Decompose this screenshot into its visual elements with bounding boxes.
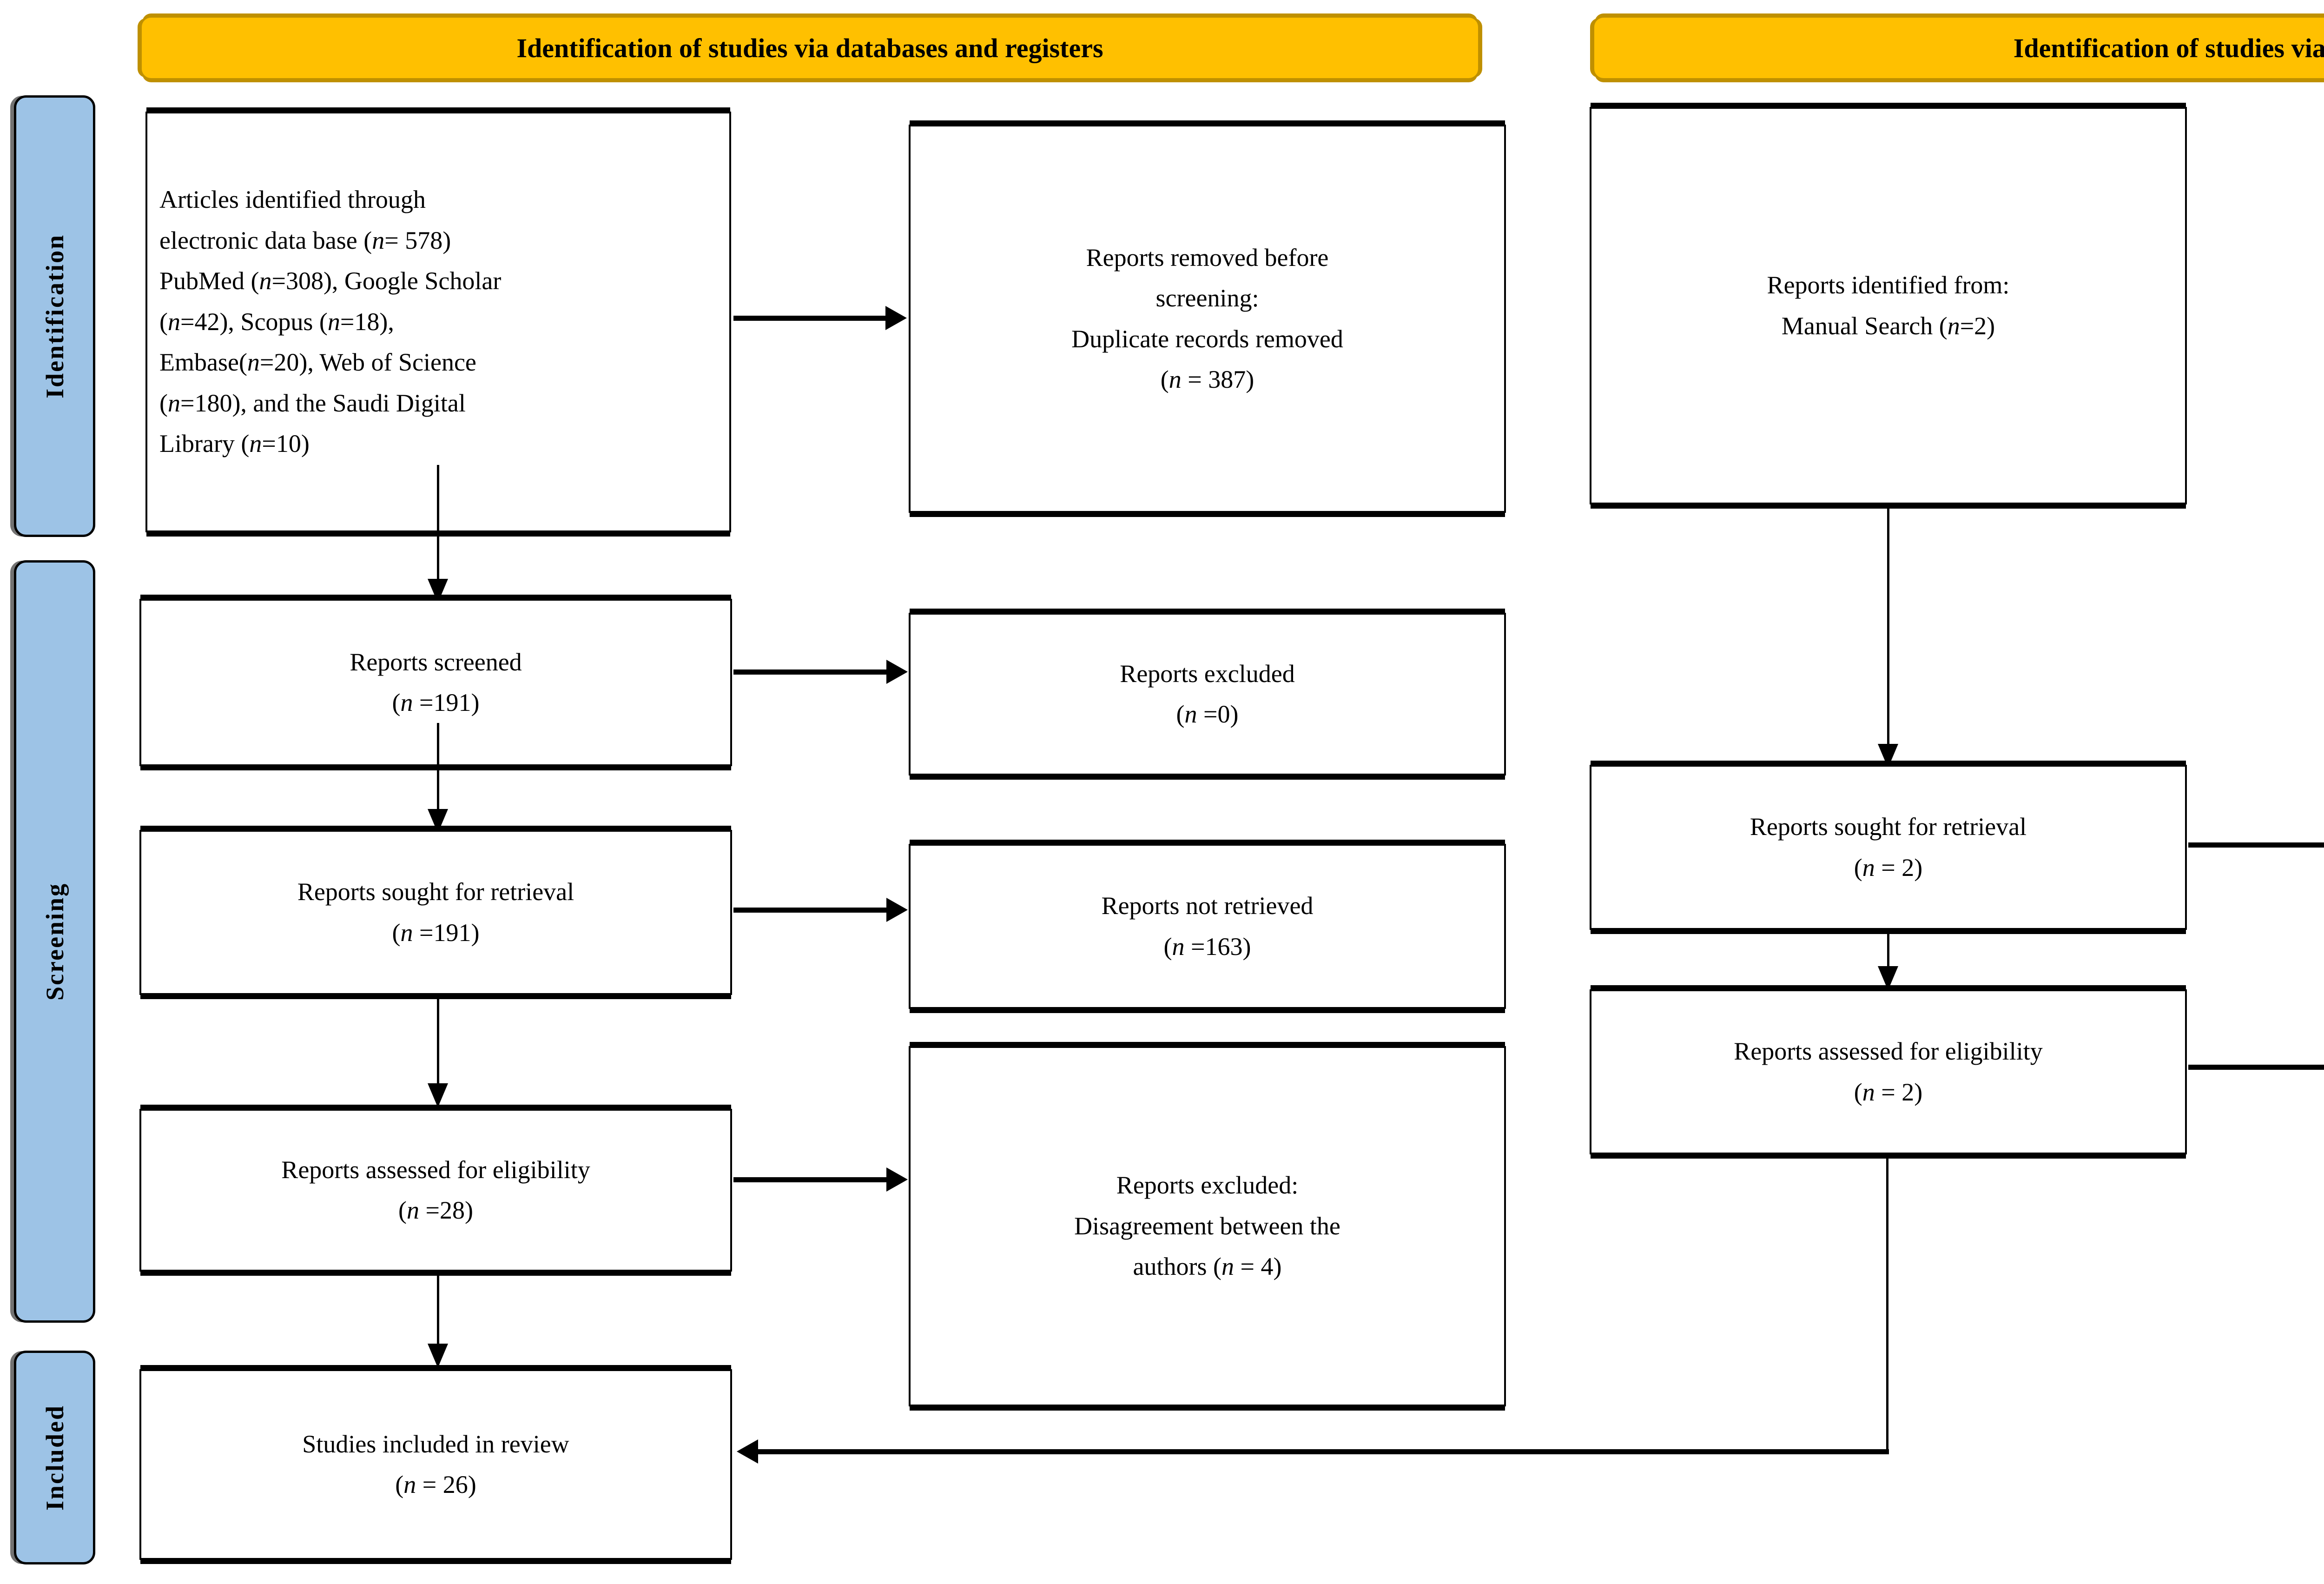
arrowhead-assessed-to-excluded <box>886 1167 908 1192</box>
box-reports-assessed-eligibility-other-text: Reports assessed for eligibility (n = 2) <box>1734 1037 2043 1106</box>
box-reports-identified-other-text: Reports identified from: Manual Search (… <box>1767 271 2010 340</box>
phase-identification-label: Identification <box>40 233 69 398</box>
box-studies-included-review: Studies included in review (n = 26) <box>139 1369 732 1560</box>
box-reports-assessed-eligibility-other: Reports assessed for eligibility (n = 2) <box>1590 989 2187 1154</box>
box-reports-assessed-eligibility-text: Reports assessed for eligibility (n =28) <box>281 1155 590 1224</box>
connector-other-sought-to-assessed <box>1887 930 1889 986</box>
box-reports-excluded-screening-text: Reports excluded (n =0) <box>1120 659 1295 728</box>
box-reports-sought-retrieval-text: Reports sought for retrieval (n =191) <box>297 878 574 947</box>
phase-identification: Identification <box>14 95 95 537</box>
section-header-other-methods-label: Identification of studies via other meth… <box>2013 33 2324 63</box>
box-reports-sought-retrieval: Reports sought for retrieval (n =191) <box>139 830 732 995</box>
connector-screened-to-sought <box>437 723 439 832</box>
connector-assessed-to-excluded <box>733 1177 888 1182</box>
phase-included: Included <box>14 1351 95 1564</box>
box-reports-excluded-eligibility: Reports excluded: Disagreement between t… <box>909 1046 1506 1406</box>
connector-other-assessed-to-included-vertical <box>1886 1154 1888 1452</box>
box-studies-included-review-text: Studies included in review (n = 26) <box>302 1430 569 1498</box>
section-header-other-methods: Identification of studies via other meth… <box>1594 18 2324 78</box>
arrowhead-other-identified-to-sought <box>1878 744 1898 768</box>
connector-assessed-to-included <box>437 1274 439 1367</box>
arrowhead-assessed-to-included <box>428 1344 448 1368</box>
box-reports-assessed-eligibility: Reports assessed for eligibility (n =28) <box>139 1109 732 1272</box>
arrowhead-screened-to-excluded <box>886 660 908 684</box>
connector-screened-to-excluded <box>733 669 888 675</box>
box-reports-sought-retrieval-other-text: Reports sought for retrieval (n = 2) <box>1750 813 2027 881</box>
section-header-databases: Identification of studies via databases … <box>142 18 1478 78</box>
phase-screening: Screening <box>14 560 95 1323</box>
box-reports-screened-text: Reports screened (n =191) <box>350 648 522 716</box>
box-reports-identified-other: Reports identified from: Manual Search (… <box>1590 107 2187 504</box>
box-articles-identified-text: Articles identified through electronic d… <box>159 186 502 458</box>
section-header-databases-label: Identification of studies via databases … <box>516 33 1103 63</box>
box-reports-not-retrieved-text: Reports not retrieved (n =163) <box>1101 892 1314 961</box>
connector-sought-to-assessed <box>437 997 439 1109</box>
arrowhead-sought-to-assessed <box>428 1083 448 1107</box>
box-reports-screened: Reports screened (n =191) <box>139 599 732 766</box>
box-articles-identified: Articles identified through electronic d… <box>145 112 731 532</box>
connector-identified-to-screened <box>437 465 439 602</box>
connector-other-identified-to-sought <box>1887 504 1889 767</box>
connector-other-assessed-to-included-horizontal <box>758 1449 1889 1454</box>
box-reports-excluded-screening: Reports excluded (n =0) <box>909 613 1506 775</box>
connector-other-sought-to-not-retrieved <box>2188 842 2324 848</box>
arrowhead-other-sought-to-assessed <box>1878 966 1898 990</box>
phase-included-label: Included <box>40 1404 69 1511</box>
box-reports-removed-text: Reports removed before screening: Duplic… <box>1071 243 1343 393</box>
arrowhead-sought-to-not-retrieved <box>886 898 908 922</box>
arrowhead-screened-to-sought <box>428 809 448 833</box>
box-reports-not-retrieved: Reports not retrieved (n =163) <box>909 844 1506 1009</box>
connector-other-assessed-to-excluded <box>2188 1065 2324 1070</box>
connector-identified-to-removed <box>733 316 887 321</box>
connector-sought-to-not-retrieved <box>733 908 888 913</box>
arrowhead-other-assessed-to-included <box>737 1439 758 1464</box>
arrowhead-identified-to-removed <box>885 306 907 330</box>
box-reports-sought-retrieval-other: Reports sought for retrieval (n = 2) <box>1590 765 2187 930</box>
box-reports-excluded-eligibility-text: Reports excluded: Disagreement between t… <box>1074 1171 1340 1281</box>
phase-screening-label: Screening <box>40 882 69 1001</box>
box-reports-removed-before-screening: Reports removed before screening: Duplic… <box>909 125 1506 513</box>
